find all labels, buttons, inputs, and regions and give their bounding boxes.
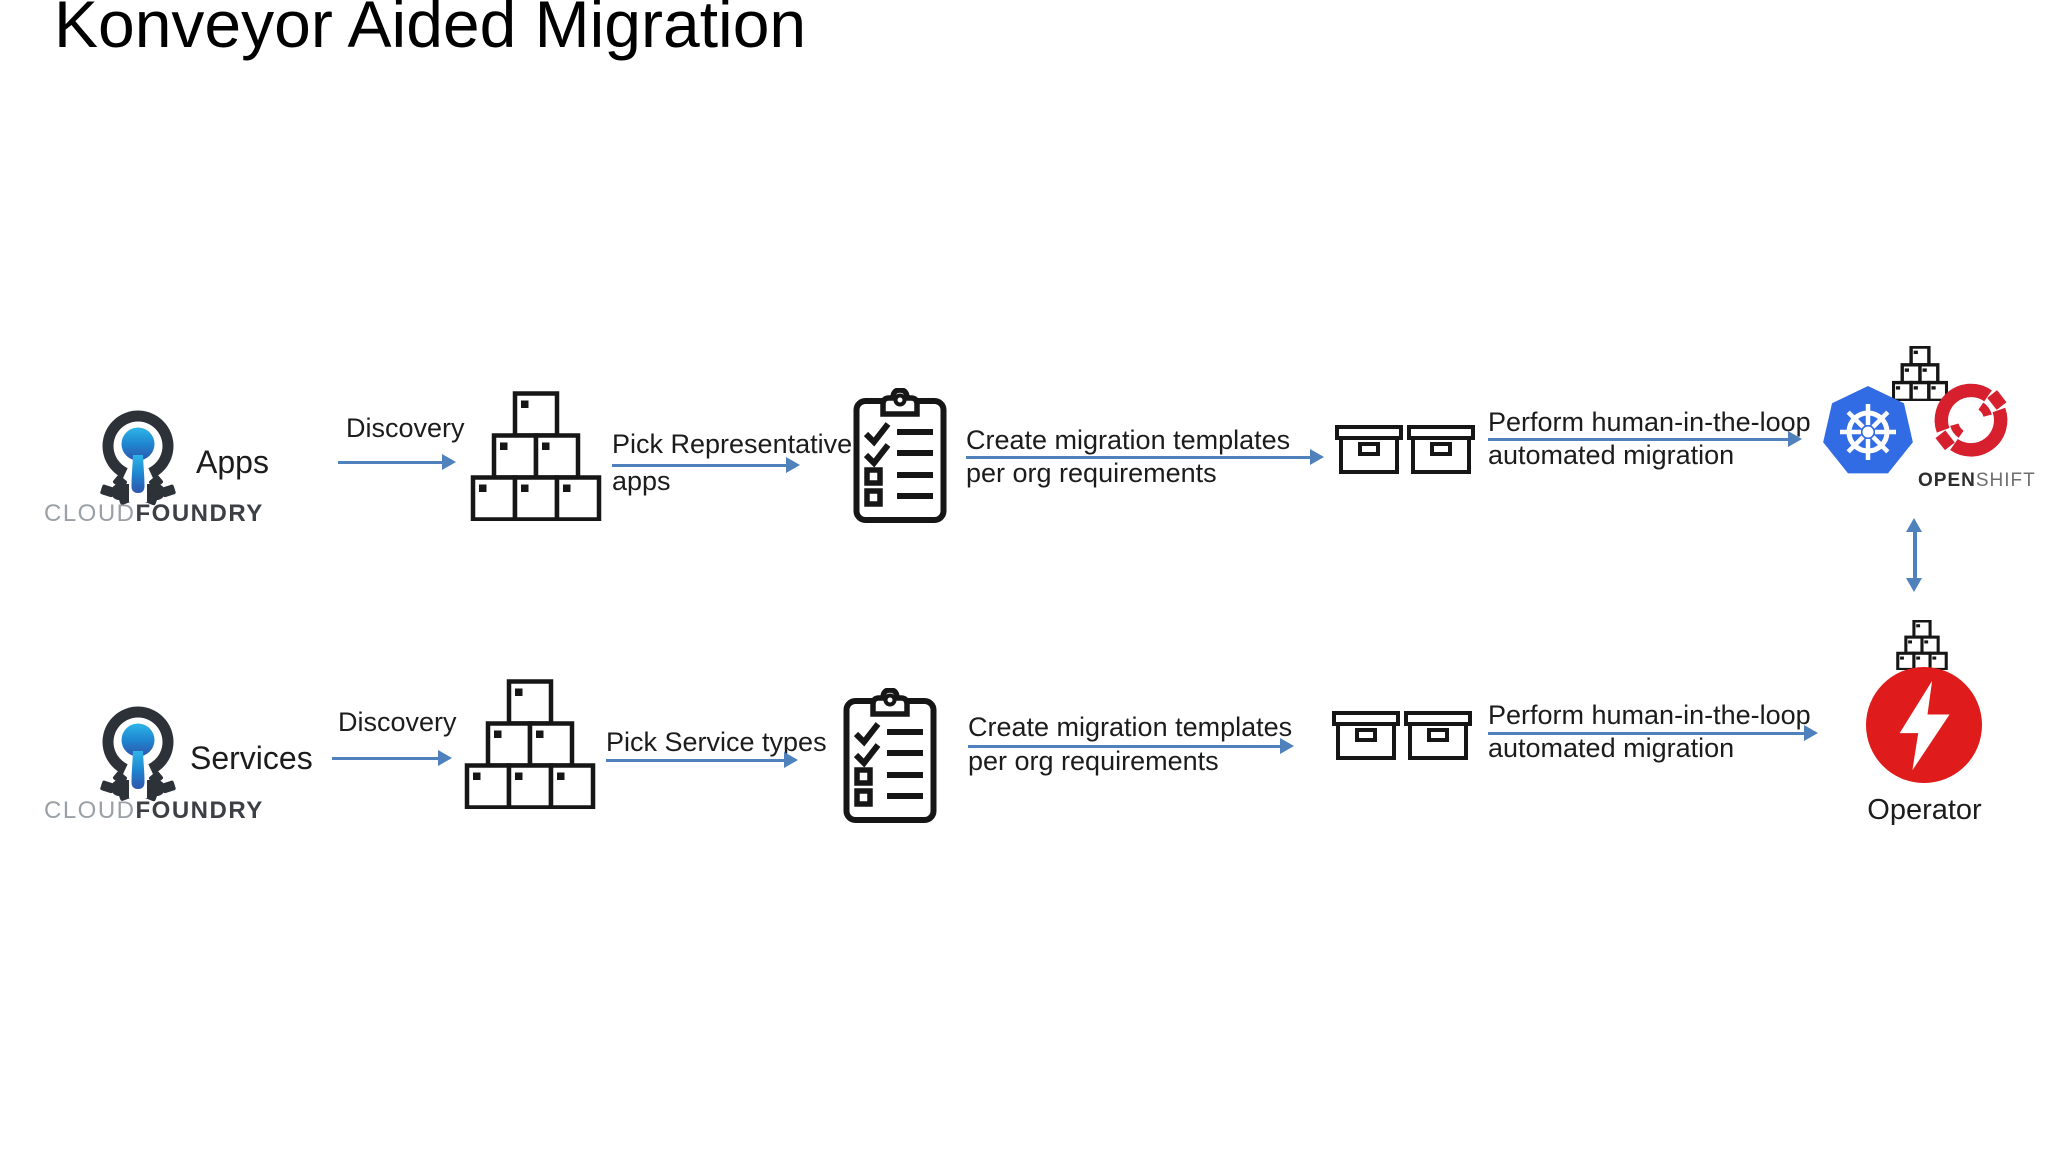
apps-pick-arrow-icon — [612, 457, 800, 473]
apps-discovery-arrow-icon — [338, 454, 456, 470]
page-title: Konveyor Aided Migration — [54, 0, 807, 61]
cluster-boxes-pyramid-icon — [1892, 346, 1948, 401]
openshift-logo-icon — [1934, 383, 2008, 457]
services-storage-box-icon — [1404, 711, 1472, 760]
apps-create-label-line2: per org requirements — [966, 458, 1217, 488]
services-label: Services — [190, 740, 313, 776]
cloudfoundry-wordmark: CLOUDFOUNDRY — [44, 797, 264, 825]
apps-pick-label-line1: Pick Representative — [612, 429, 853, 459]
operator-label: Operator — [1867, 794, 1982, 826]
services-create-label-line1: Create migration templates — [968, 712, 1293, 742]
cloudfoundry-wordmark: CLOUDFOUNDRY — [44, 500, 264, 528]
cloudfoundry-logo-icon — [100, 410, 176, 506]
services-clipboard-checklist-icon — [843, 688, 937, 823]
apps-label: Apps — [196, 444, 269, 480]
services-pick-arrow-icon — [606, 752, 798, 768]
services-boxes-pyramid-icon — [464, 679, 596, 809]
services-create-arrow-icon — [968, 738, 1294, 754]
services-perform-label-line1: Perform human-in-the-loop — [1488, 700, 1811, 730]
openshift-wordmark: OPENSHIFT — [1918, 470, 2035, 492]
brand-foundry: FOUNDRY — [135, 797, 264, 824]
apps-clipboard-checklist-icon — [853, 388, 947, 523]
apps-boxes-pyramid-icon — [470, 391, 602, 521]
apps-perform-arrow-icon — [1488, 431, 1802, 447]
apps-perform-label-line1: Perform human-in-the-loop — [1488, 407, 1811, 437]
apps-discovery-label: Discovery — [346, 413, 465, 443]
services-pick-label: Pick Service types — [606, 727, 827, 757]
apps-pick-label-line2: apps — [612, 466, 671, 496]
brand-foundry: FOUNDRY — [135, 500, 264, 527]
apps-storage-box-icon — [1407, 425, 1475, 474]
brand-cloud: CLOUD — [44, 500, 136, 527]
services-discovery-label: Discovery — [338, 707, 457, 737]
services-storage-box-icon — [1332, 711, 1400, 760]
operator-boxes-pyramid-icon — [1896, 620, 1948, 670]
openshift-word-shift: SHIFT — [1975, 470, 2036, 491]
services-create-label-line2: per org requirements — [968, 746, 1219, 776]
apps-perform-label-line2: automated migration — [1488, 440, 1735, 470]
services-discovery-arrow-icon — [332, 750, 452, 766]
cloudfoundry-logo-icon — [100, 706, 176, 802]
apps-storage-box-icon — [1335, 425, 1403, 474]
brand-cloud: CLOUD — [44, 797, 136, 824]
apps-create-label-line1: Create migration templates — [966, 425, 1291, 455]
services-perform-label-line2: automated migration — [1488, 733, 1735, 763]
kubernetes-logo-icon — [1823, 386, 1913, 474]
operator-lightning-icon — [1866, 667, 1982, 783]
apps-create-arrow-icon — [966, 449, 1324, 465]
sync-arrow-icon — [1906, 518, 1921, 592]
services-perform-arrow-icon — [1488, 725, 1818, 741]
openshift-word-open: OPEN — [1918, 470, 1976, 491]
